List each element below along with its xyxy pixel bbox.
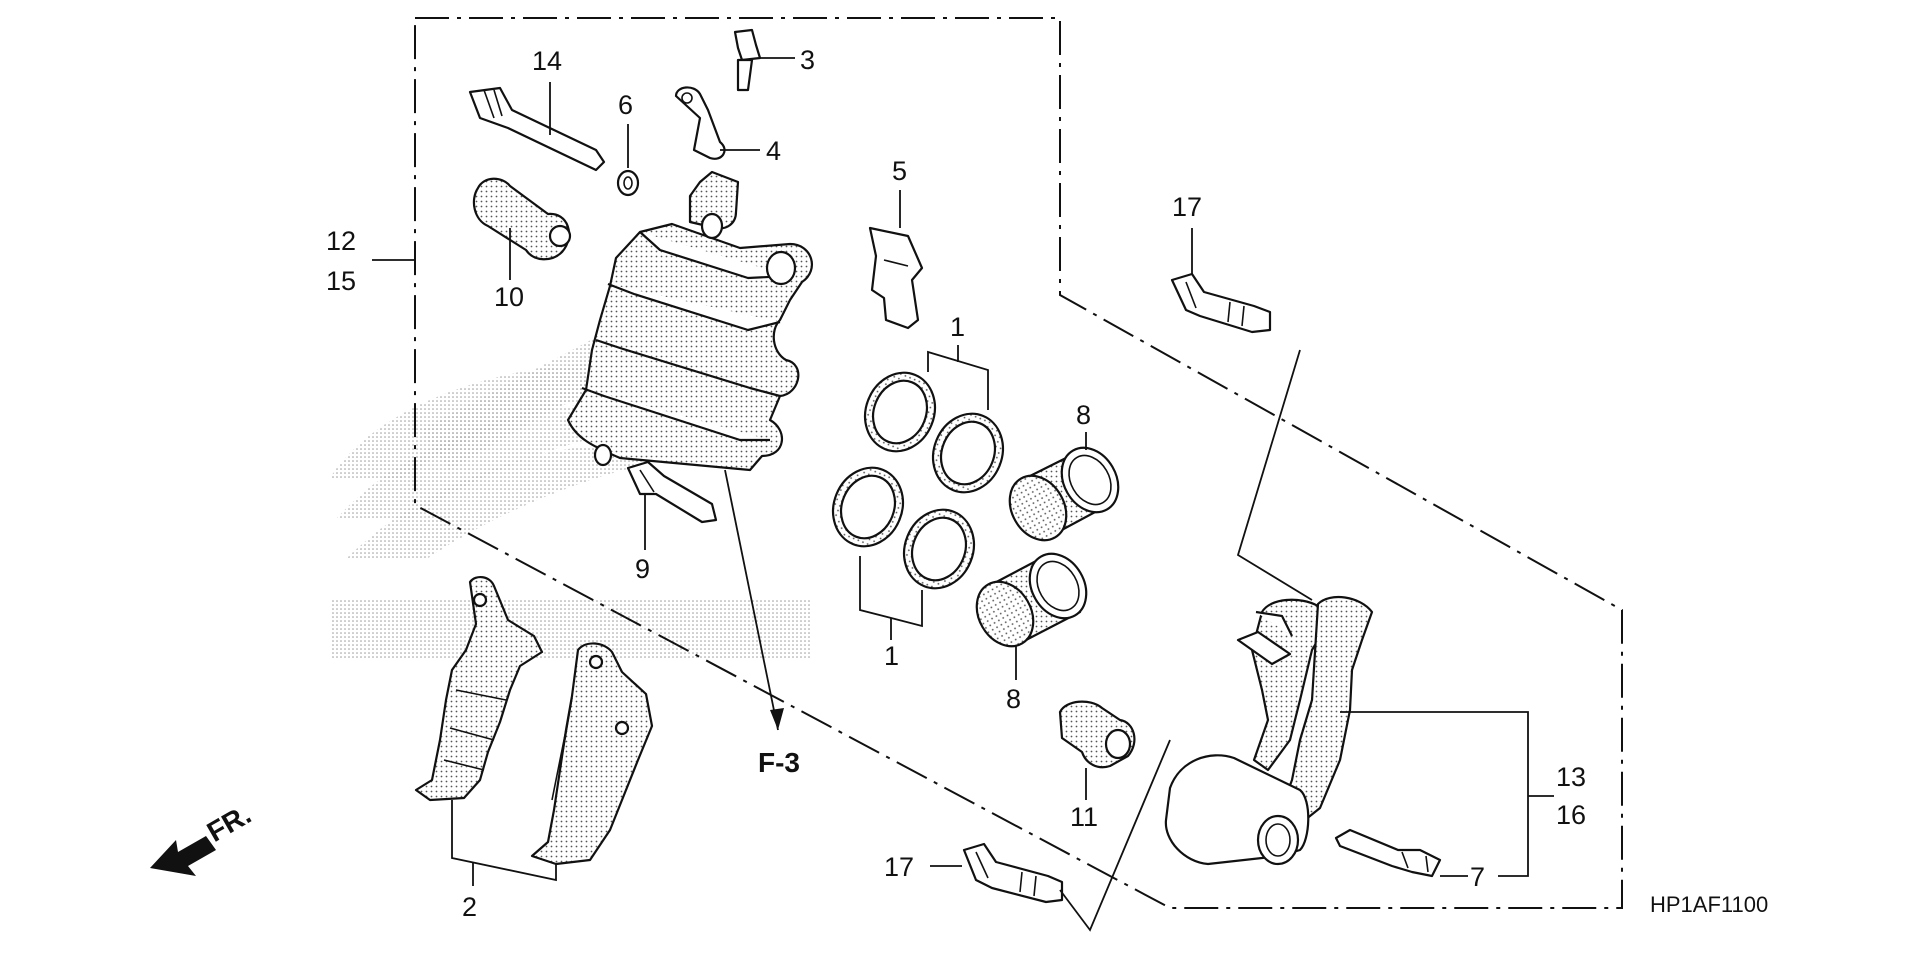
- piston-seal-4: [902, 508, 976, 590]
- bracket-bolt-upper: [1170, 228, 1313, 601]
- reference-pointer: [724, 469, 784, 731]
- diagram-code: HP1AF1100: [1650, 892, 1768, 917]
- brake-pad-left: [414, 576, 544, 802]
- brake-pad-set: [414, 576, 654, 886]
- assembly-frame-caliper: [372, 17, 1623, 909]
- pad-spring: [868, 190, 924, 330]
- piston-seal-1: [863, 371, 937, 453]
- reference-label: F-3: [758, 747, 800, 778]
- label-part-6: 6: [618, 90, 633, 120]
- label-part-12: 12: [326, 226, 356, 256]
- label-part-1-lower: 1: [884, 641, 899, 671]
- pad-retainer: [1334, 828, 1468, 878]
- label-part-8-lower: 8: [1006, 684, 1021, 714]
- hose-clamp: [674, 86, 760, 160]
- bleeder-screw: [733, 28, 795, 92]
- part-labels: 14 6 3 4 5 12 15 10 17 1 8 9 1 8 F-3 11 …: [326, 45, 1768, 922]
- piston-upper: [1008, 432, 1120, 542]
- caliper-body: [566, 170, 813, 472]
- caliper-bolt: [626, 460, 718, 550]
- front-mark-label: FR.: [202, 798, 257, 847]
- label-part-13: 13: [1556, 762, 1586, 792]
- label-part-17-upper: 17: [1172, 192, 1202, 222]
- label-part-1-upper: 1: [950, 312, 965, 342]
- bracket-boot: [1058, 700, 1136, 800]
- label-part-11: 11: [1070, 802, 1098, 832]
- caliper-pin: [468, 82, 606, 172]
- pin-boot: [472, 177, 572, 280]
- label-part-5: 5: [892, 156, 907, 186]
- caliper-bracket: [1164, 596, 1554, 877]
- bracket-bolt-lower: [930, 739, 1171, 932]
- label-part-17-lower: 17: [884, 852, 914, 882]
- piston-lower: [975, 552, 1088, 680]
- honda-wing-logo: [330, 330, 810, 660]
- label-part-4: 4: [766, 136, 781, 166]
- label-part-8-upper: 8: [1076, 400, 1091, 430]
- label-part-7: 7: [1470, 862, 1485, 892]
- label-part-3: 3: [800, 45, 815, 75]
- label-part-16: 16: [1556, 800, 1586, 830]
- label-part-9: 9: [635, 554, 650, 584]
- piston-seal-3: [831, 466, 905, 548]
- brake-pad-right: [530, 642, 654, 866]
- piston-seal-2: [931, 412, 1005, 494]
- small-seal: [616, 124, 640, 197]
- label-part-10: 10: [494, 282, 524, 312]
- label-part-2: 2: [462, 892, 477, 922]
- label-part-15: 15: [326, 266, 356, 296]
- label-part-14: 14: [532, 46, 562, 76]
- front-direction-arrow-icon: FR.: [150, 798, 256, 876]
- piston-seal-set: [831, 345, 1005, 640]
